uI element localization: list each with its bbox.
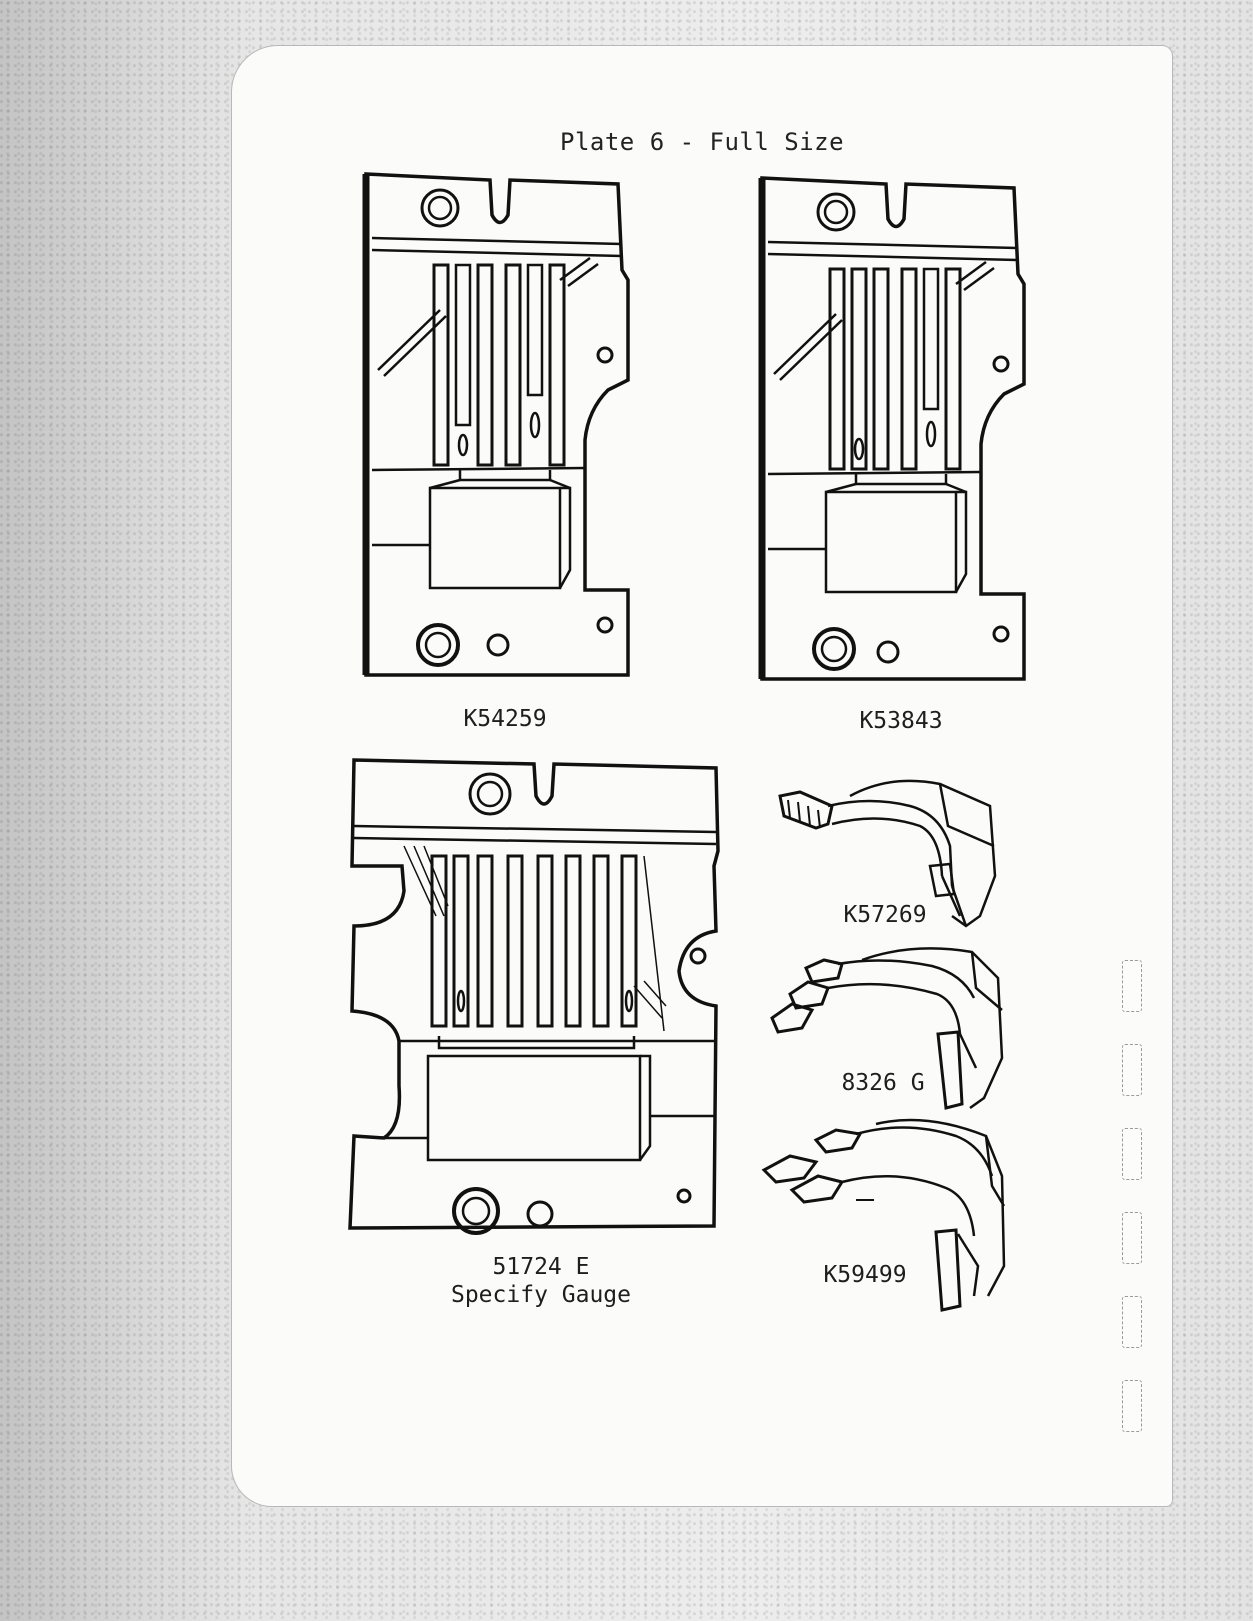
- part-note-specify-gauge: Specify Gauge: [416, 1282, 666, 1308]
- plate-title: Plate 6 - Full Size: [560, 128, 880, 156]
- feed-dog-8326g-drawing: [762, 938, 1012, 1128]
- feed-dog-k59499-drawing: [756, 1116, 1016, 1326]
- part-label-k53843: K53843: [826, 708, 976, 734]
- throat-plate-k54259-drawing: [360, 170, 640, 690]
- part-label-k59499: K59499: [800, 1262, 930, 1288]
- part-label-k54259: K54259: [430, 706, 580, 732]
- part-label-8326g: 8326 G: [818, 1070, 948, 1096]
- throat-plate-k53843-drawing: [756, 174, 1036, 694]
- part-label-51724e: 51724 E: [446, 1254, 636, 1280]
- binder-tab-strip: [1122, 960, 1148, 1500]
- throat-plate-51724e-drawing: [344, 756, 724, 1246]
- part-label-k57269: K57269: [820, 902, 950, 928]
